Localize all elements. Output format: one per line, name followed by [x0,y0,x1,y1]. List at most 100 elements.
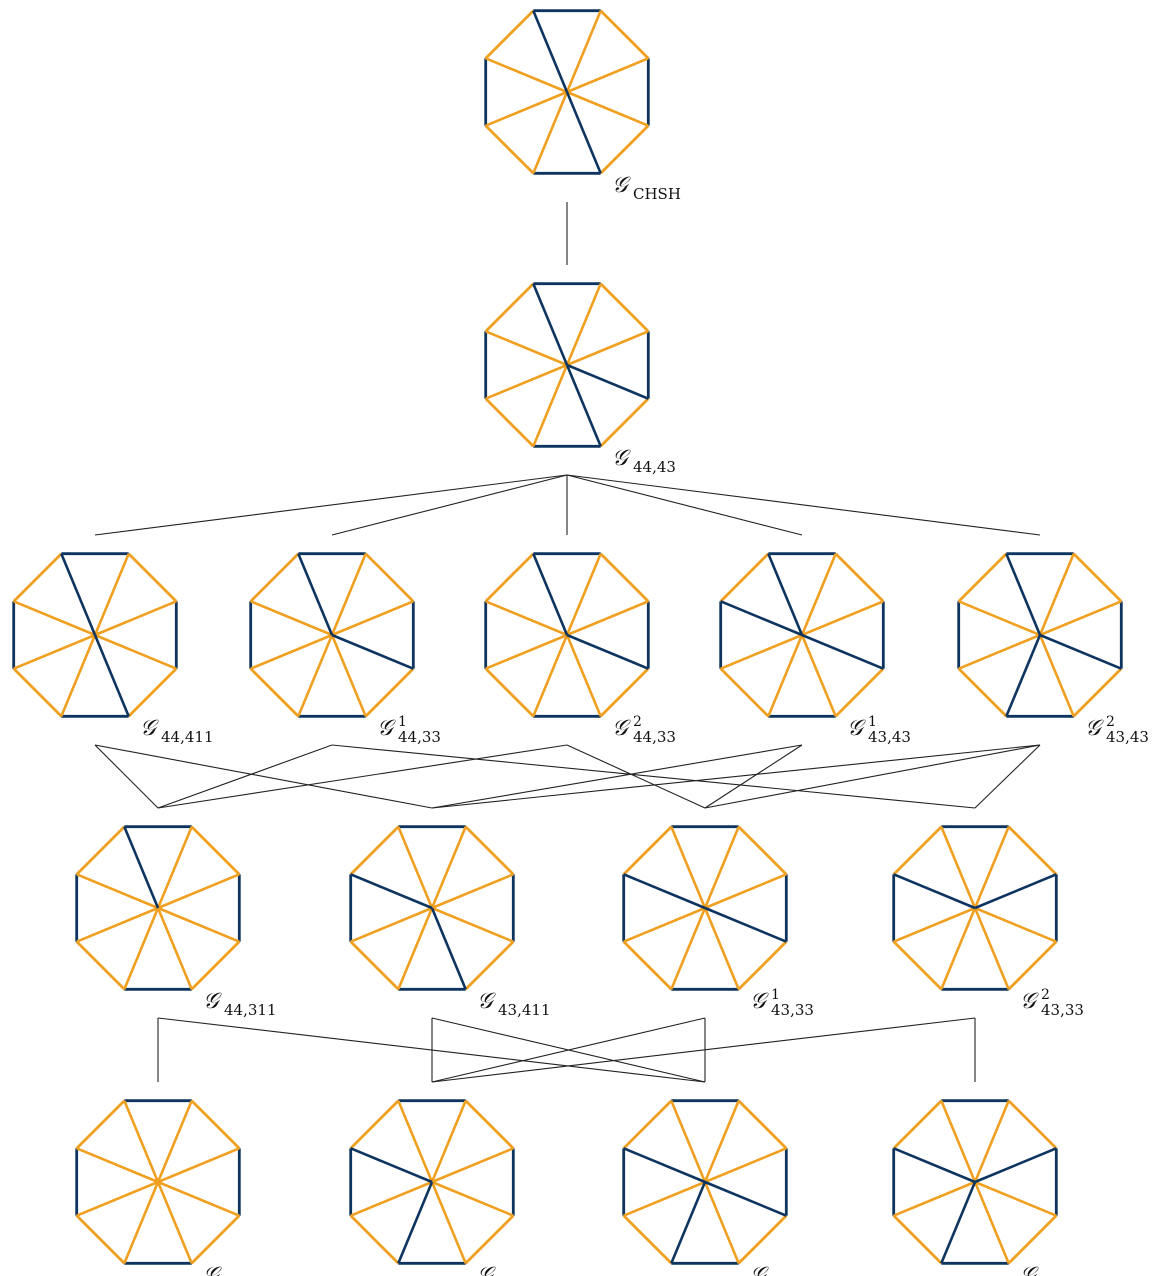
perimeter-edge-1 [464,825,515,876]
perimeter-edge-5 [622,940,673,991]
spoke-3 [431,1180,514,1217]
connector-44_43-to-43_43_2 [566,474,1041,536]
spoke-1 [156,1100,193,1183]
node-label-43_411: 𝒢 [477,989,496,1014]
perimeter-edge-3 [190,1214,241,1265]
perimeter-edge-7 [349,825,400,876]
node-label-sub-43_43_1: 43,43 [868,728,911,746]
node-label-44_33_1: 𝒢 [377,716,396,741]
perimeter-edge-5 [484,667,535,718]
perimeter-edge-5 [349,1214,400,1265]
spoke-2 [566,330,649,367]
spoke-7 [958,600,1041,637]
spoke-3 [157,906,240,943]
spoke-1 [565,553,602,636]
perimeter-edge-3 [737,940,788,991]
spoke-1 [973,826,1010,909]
node-label-43_311: 𝒢 [477,1263,496,1276]
node-label-sub-43_43_2: 43,43 [1106,728,1149,746]
node-label-411_33: 𝒢 [750,1263,769,1276]
spoke-5 [670,1181,707,1264]
spoke-5 [123,907,160,990]
spoke-7 [485,600,568,637]
connector-44_33_1-to-43_33_2 [331,744,976,809]
connector-lines [94,202,1041,1083]
node-label-sub-43_33_1: 43,33 [771,1001,814,1019]
spoke-4 [973,907,1010,990]
spoke-3 [704,1180,787,1217]
node-label-sup-43_33_1: 1 [771,987,780,1003]
spoke-6 [485,363,568,400]
perimeter-edge-5 [75,1214,126,1265]
connector-44_43-to-44_411 [94,474,568,536]
connector-43_43_2-to-43_33_2 [974,744,1041,809]
spoke-7 [893,873,976,910]
spoke-0 [532,10,569,93]
spoke-4 [156,1181,193,1264]
spoke-6 [485,90,568,127]
perimeter-edge-1 [737,1099,788,1150]
node-label-sup-43_43_1: 1 [868,714,877,730]
node-label-sub-44_411: 44,411 [161,728,214,746]
perimeter-edge-1 [834,552,885,603]
spoke-1 [430,826,467,909]
spoke-4 [1038,634,1075,717]
connector-44_33_2-to-43_33_1 [566,744,706,809]
spoke-3 [974,1180,1057,1217]
perimeter-edge-1 [599,9,650,60]
spoke-1 [703,1100,740,1183]
spoke-3 [704,906,787,943]
perimeter-edge-5 [957,667,1008,718]
perimeter-edge-5 [719,667,770,718]
perimeter-edge-7 [957,552,1008,603]
node-label-sub-44_33_2: 44,33 [633,728,676,746]
connector-43_43_2-to-43_411 [431,744,1041,809]
spoke-4 [703,1181,740,1264]
node-label-sub-43_411: 43,411 [498,1001,551,1019]
node-label-chsh: 𝒢 [612,173,631,198]
perimeter-edge-7 [12,552,63,603]
perimeter-edge-1 [127,552,178,603]
graph-node-44_1111: 𝒢44,1111 [75,1099,286,1276]
node-label-44_1111: 𝒢 [203,1263,222,1276]
perimeter-edge-5 [249,667,300,718]
spoke-5 [297,634,334,717]
node-label-sub-44_311: 44,311 [224,1001,277,1019]
perimeter-edge-5 [622,1214,673,1265]
spoke-5 [532,634,569,717]
perimeter-edge-5 [484,397,535,448]
spoke-4 [565,634,602,717]
perimeter-edge-1 [1007,1099,1058,1150]
spoke-6 [893,906,976,943]
spoke-4 [93,634,130,717]
perimeter-edge-3 [190,940,241,991]
perimeter-edge-5 [484,124,535,175]
node-label-43_33_2: 𝒢 [1020,989,1039,1014]
spoke-3 [566,633,649,670]
perimeter-edge-5 [349,940,400,991]
spoke-2 [566,600,649,637]
spoke-0 [532,553,569,636]
node-label-sub-44_43: 44,43 [633,458,676,476]
perimeter-edge-3 [464,1214,515,1265]
spoke-4 [565,364,602,447]
spoke-4 [800,634,837,717]
spoke-1 [565,283,602,366]
perimeter-edge-3 [1007,940,1058,991]
perimeter-edge-1 [599,552,650,603]
spoke-7 [76,873,159,910]
spoke-2 [801,600,884,637]
perimeter-edge-3 [599,667,650,718]
spoke-5 [60,634,97,717]
spoke-0 [297,553,334,636]
spoke-2 [974,1147,1057,1184]
perimeter-edge-3 [1072,667,1123,718]
spoke-6 [623,906,706,943]
spoke-0 [767,553,804,636]
spoke-2 [974,873,1057,910]
spoke-1 [430,1100,467,1183]
